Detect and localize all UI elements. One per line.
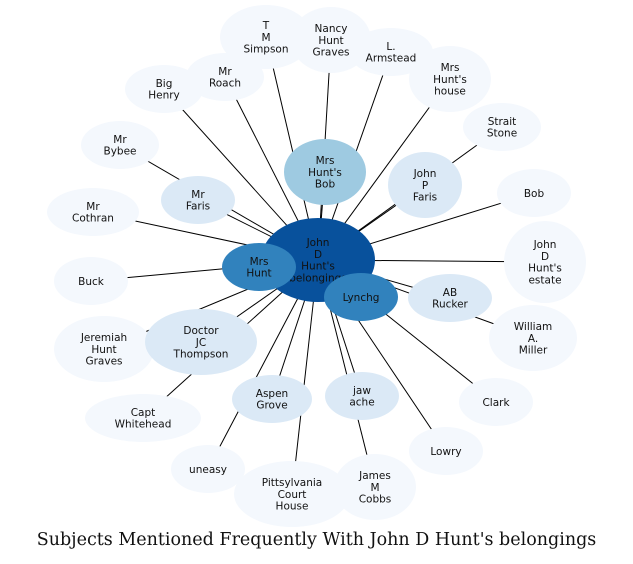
diagram-caption: Subjects Mentioned Frequently With John … [36, 530, 597, 550]
node-buck: Buck [54, 257, 128, 305]
node-bubble [161, 176, 235, 224]
node-label: Lowry [430, 446, 461, 458]
node-bubble [186, 53, 264, 101]
node-bubble [125, 65, 203, 113]
node-bubble [388, 152, 462, 218]
node-label: uneasy [189, 464, 227, 476]
node-bubble [171, 445, 245, 493]
node-bubble [81, 121, 159, 169]
node-bubble [497, 169, 571, 217]
node-bubble [459, 378, 533, 426]
node-label: Lynchg [343, 292, 380, 304]
node-label: Buck [78, 276, 105, 288]
node-label: Bob [524, 188, 545, 200]
node-bubble [232, 375, 312, 423]
node-bubble [222, 243, 296, 291]
node-bubble [349, 28, 433, 76]
node-lynchg: Lynchg [324, 273, 398, 321]
node-bubble [324, 273, 398, 321]
node-bubble [284, 139, 366, 205]
node-l-armstead: L.Armstead [349, 28, 433, 76]
node-bob: Bob [497, 169, 571, 217]
node-bubble [145, 309, 257, 375]
node-bubble [54, 257, 128, 305]
node-label: L.Armstead [366, 41, 417, 65]
node-bubble [234, 461, 350, 527]
node-bubble [47, 188, 139, 236]
node-bubble [220, 5, 312, 69]
node-bubble [409, 46, 491, 112]
node-bubble [408, 274, 492, 322]
node-lowry: Lowry [409, 427, 483, 475]
node-bubble [409, 427, 483, 475]
node-bubble [504, 221, 586, 303]
node-uneasy: uneasy [171, 445, 245, 493]
node-bubble [85, 394, 201, 442]
node-bubble [325, 372, 399, 420]
node-bubble [54, 316, 154, 382]
node-bubble [463, 103, 541, 151]
node-clark: Clark [459, 378, 533, 426]
node-bubble [334, 454, 416, 520]
node-label: Clark [482, 397, 510, 409]
node-bubble [489, 305, 577, 371]
